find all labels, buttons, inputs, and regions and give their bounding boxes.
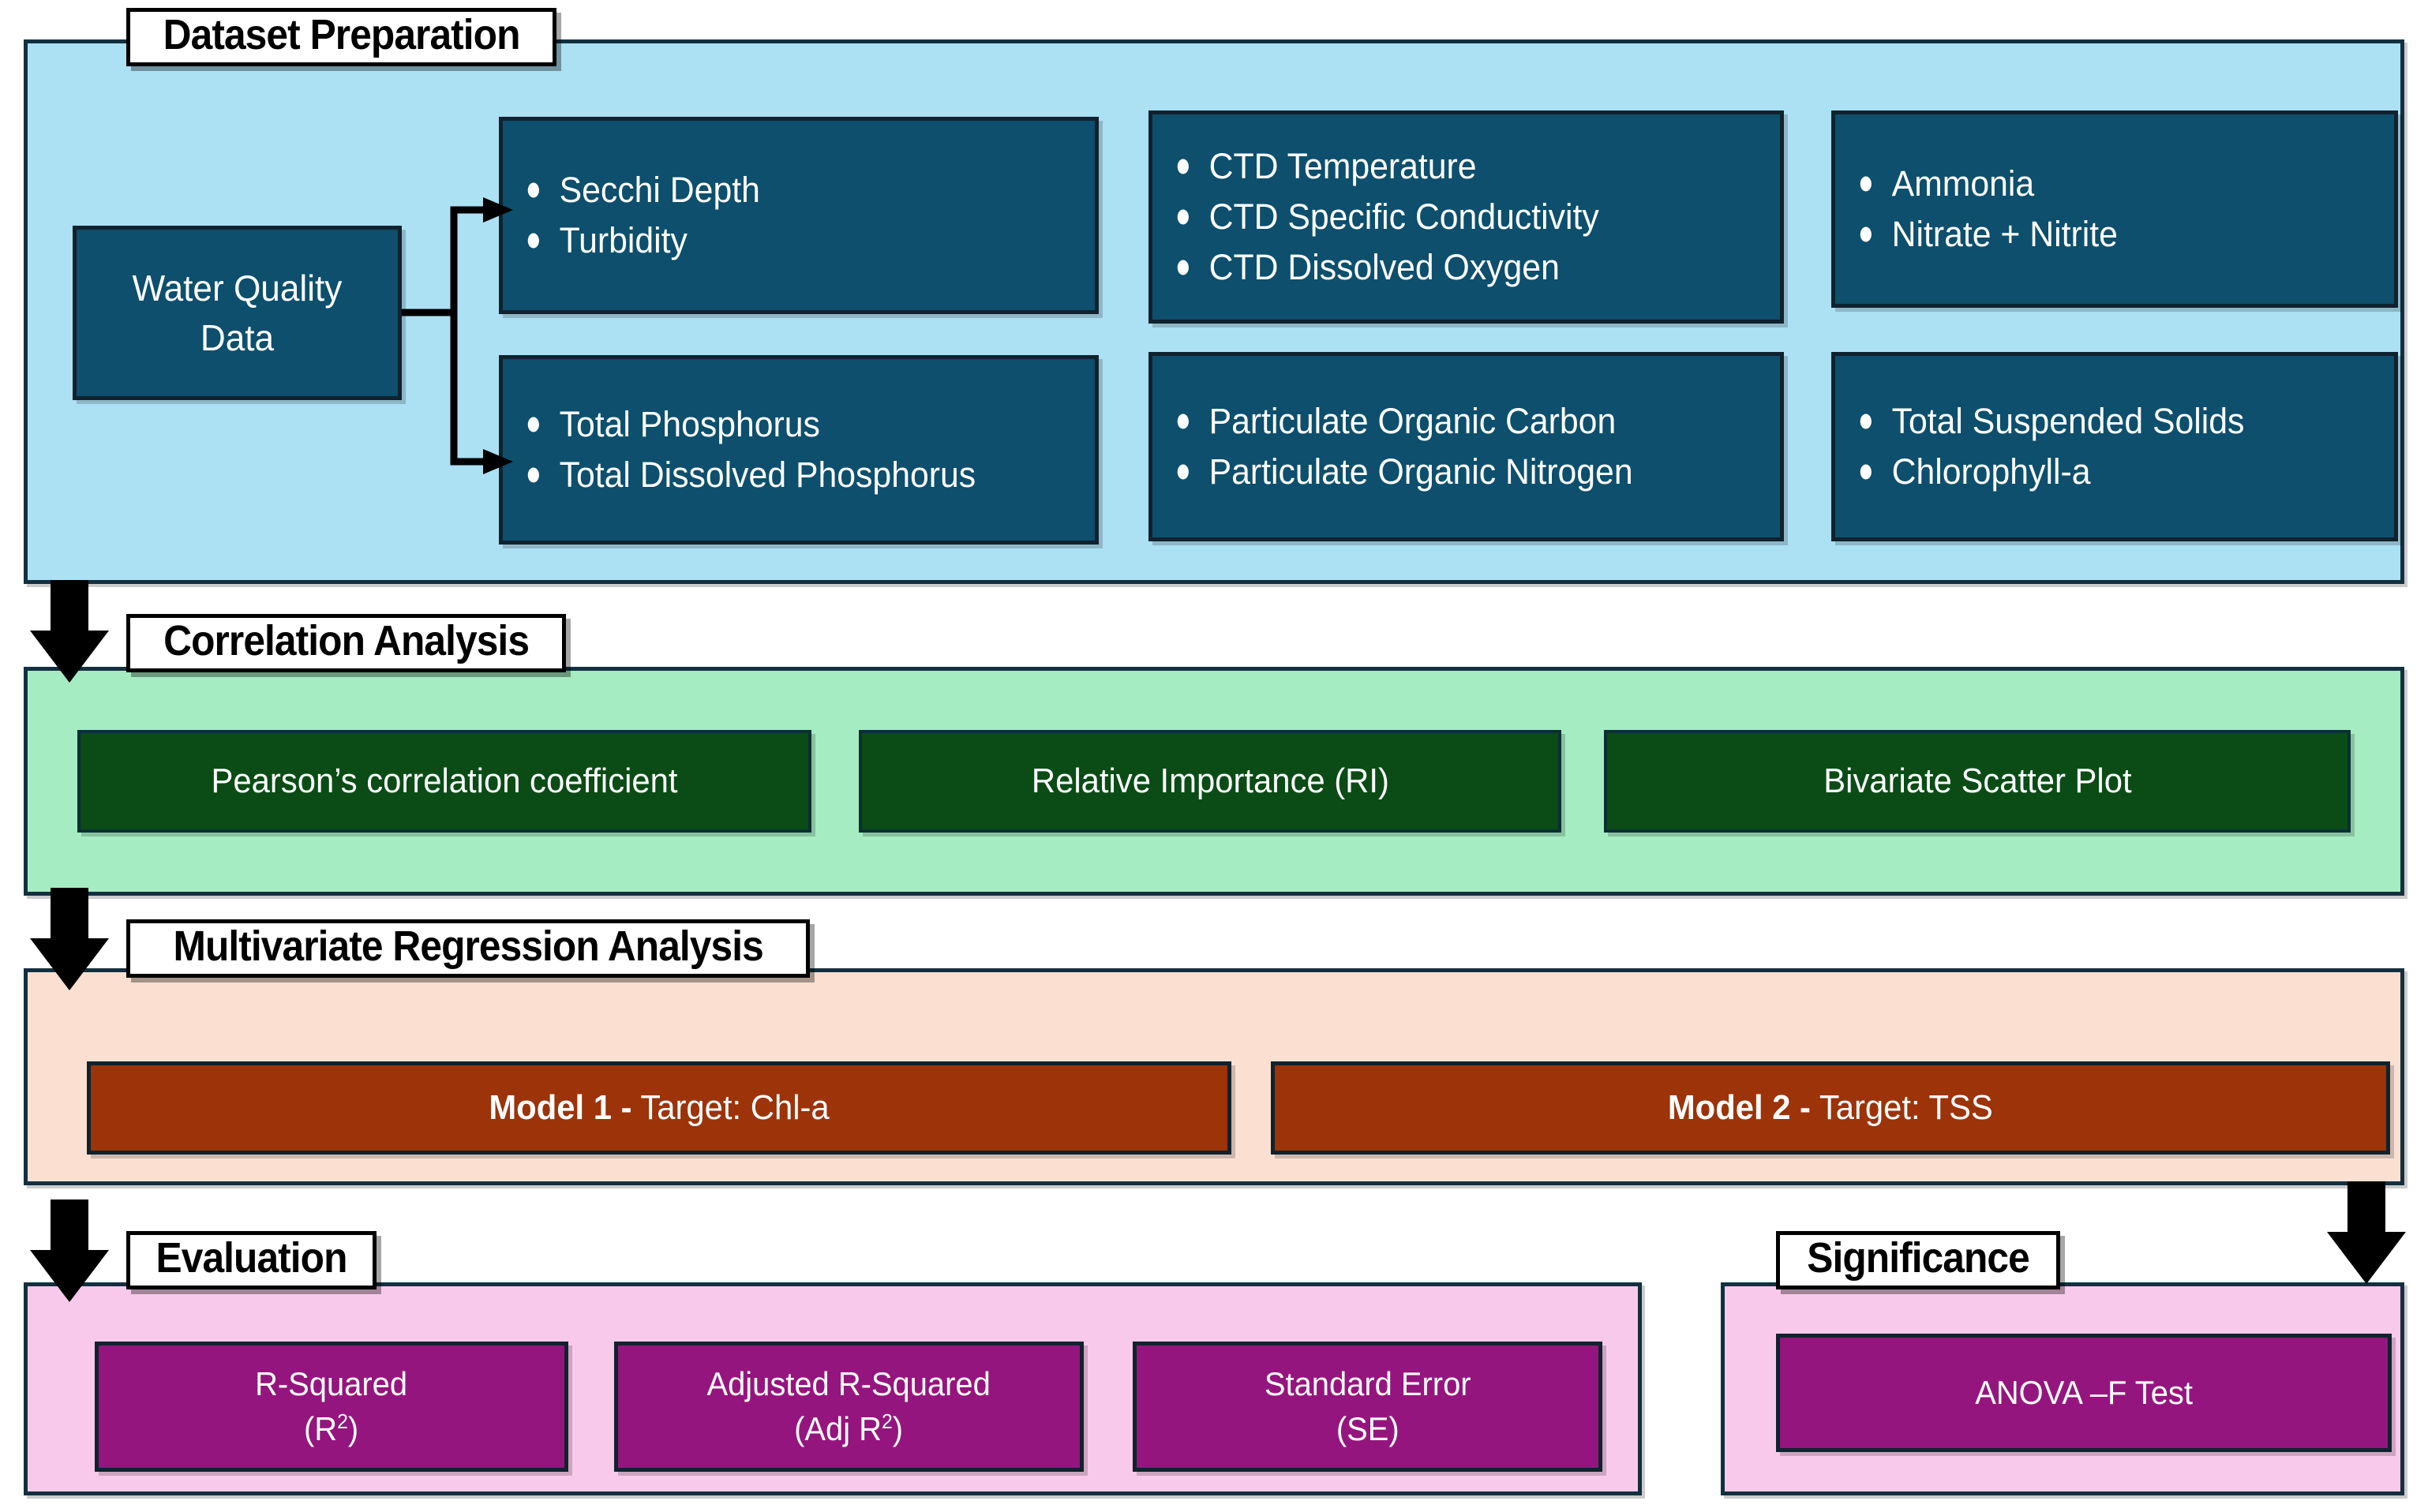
list-item: CTD Dissolved Oxygen	[1173, 242, 1730, 293]
correlation-method-label: Pearson’s correlation coefficient	[211, 762, 678, 800]
arrow-shaft	[51, 580, 88, 637]
list-item: Nitrate + Nitrite	[1856, 209, 2347, 260]
significance-test-anova: ANOVA –F Test	[1776, 1334, 2392, 1452]
list-item: CTD Specific Conductivity	[1173, 192, 1730, 242]
dataset-group-ctd: CTD Temperature CTD Specific Conductivit…	[1148, 110, 1784, 324]
arrow-shaft	[51, 888, 88, 945]
list-item: Secchi Depth	[523, 165, 1047, 215]
evaluation-metric-r-squared: R-Squared(R2)	[95, 1342, 568, 1472]
regression-model-2-label: Model 2 - Target: TSS	[1668, 1088, 1993, 1127]
dataset-group-particulate-list: Particulate Organic Carbon Particulate O…	[1173, 396, 1759, 497]
arrow-head-icon	[30, 1250, 109, 1302]
evaluation-metric-label: Standard Error(SE)	[1264, 1364, 1471, 1447]
regression-analysis-title-label: Multivariate Regression Analysis	[173, 923, 763, 970]
regression-model-1-label: Model 1 - Target: Chl-a	[489, 1088, 830, 1127]
list-item: CTD Temperature	[1173, 141, 1730, 192]
arrow-correlation-to-regression	[30, 888, 109, 990]
evaluation-metric-label: Adjusted R-Squared(Adj R2)	[706, 1364, 991, 1447]
list-item: Ammonia	[1856, 159, 2347, 209]
dataset-preparation-title-label: Dataset Preparation	[163, 11, 521, 58]
dataset-group-nitrogen-list: Ammonia Nitrate + Nitrite	[1856, 159, 2374, 260]
correlation-analysis-title: Correlation Analysis	[126, 614, 567, 672]
arrow-shaft	[51, 1199, 88, 1256]
dataset-group-optical-list: Secchi Depth Turbidity	[523, 165, 1074, 266]
arrow-regression-to-significance	[2327, 1181, 2406, 1284]
list-item: Particulate Organic Carbon	[1173, 396, 1730, 447]
evaluation-metric-label: R-Squared(R2)	[255, 1364, 408, 1447]
list-item: Total Phosphorus	[523, 399, 1047, 450]
correlation-method-relative-importance: Relative Importance (RI)	[859, 730, 1561, 833]
regression-model-1: Model 1 - Target: Chl-a	[87, 1061, 1231, 1155]
arrow-shaft	[2347, 1181, 2385, 1238]
dataset-group-phosphorus-list: Total Phosphorus Total Dissolved Phospho…	[523, 399, 1074, 500]
correlation-method-pearson: Pearson’s correlation coefficient	[77, 730, 811, 833]
dataset-group-solids: Total Suspended Solids Chlorophyll-a	[1831, 352, 2398, 541]
arrow-regression-to-evaluation	[30, 1199, 109, 1302]
dataset-preparation-title: Dataset Preparation	[126, 8, 557, 66]
significance-title-label: Significance	[1807, 1234, 2030, 1282]
dataset-group-optical: Secchi Depth Turbidity	[499, 117, 1099, 314]
list-item: Total Dissolved Phosphorus	[523, 450, 1047, 500]
significance-test-label: ANOVA –F Test	[1975, 1373, 2193, 1411]
dataset-group-phosphorus: Total Phosphorus Total Dissolved Phospho…	[499, 355, 1099, 545]
correlation-method-bivariate-scatter: Bivariate Scatter Plot	[1604, 730, 2351, 833]
regression-analysis-title: Multivariate Regression Analysis	[126, 919, 811, 978]
evaluation-title-label: Evaluation	[155, 1234, 348, 1282]
list-item: Turbidity	[523, 215, 1047, 266]
correlation-method-label: Bivariate Scatter Plot	[1823, 762, 2132, 800]
list-item: Chlorophyll-a	[1856, 447, 2347, 497]
evaluation-title: Evaluation	[126, 1231, 377, 1289]
correlation-method-label: Relative Importance (RI)	[1031, 762, 1389, 800]
dataset-group-ctd-list: CTD Temperature CTD Specific Conductivit…	[1173, 141, 1759, 293]
arrow-head-icon	[30, 631, 109, 683]
evaluation-metric-standard-error: Standard Error(SE)	[1133, 1342, 1602, 1472]
regression-model-2: Model 2 - Target: TSS	[1271, 1061, 2390, 1155]
dataset-group-solids-list: Total Suspended Solids Chlorophyll-a	[1856, 396, 2374, 497]
arrow-head-icon	[30, 938, 109, 990]
dataset-group-particulate: Particulate Organic Carbon Particulate O…	[1148, 352, 1784, 541]
list-item: Particulate Organic Nitrogen	[1173, 447, 1730, 497]
dataset-group-nitrogen: Ammonia Nitrate + Nitrite	[1831, 110, 2398, 308]
arrow-head-icon	[2327, 1232, 2406, 1284]
significance-title: Significance	[1776, 1231, 2061, 1289]
correlation-analysis-title-label: Correlation Analysis	[163, 617, 530, 664]
evaluation-metric-adjusted-r-squared: Adjusted R-Squared(Adj R2)	[614, 1342, 1084, 1472]
list-item: Total Suspended Solids	[1856, 396, 2347, 447]
arrow-dataset-to-correlation	[30, 580, 109, 683]
